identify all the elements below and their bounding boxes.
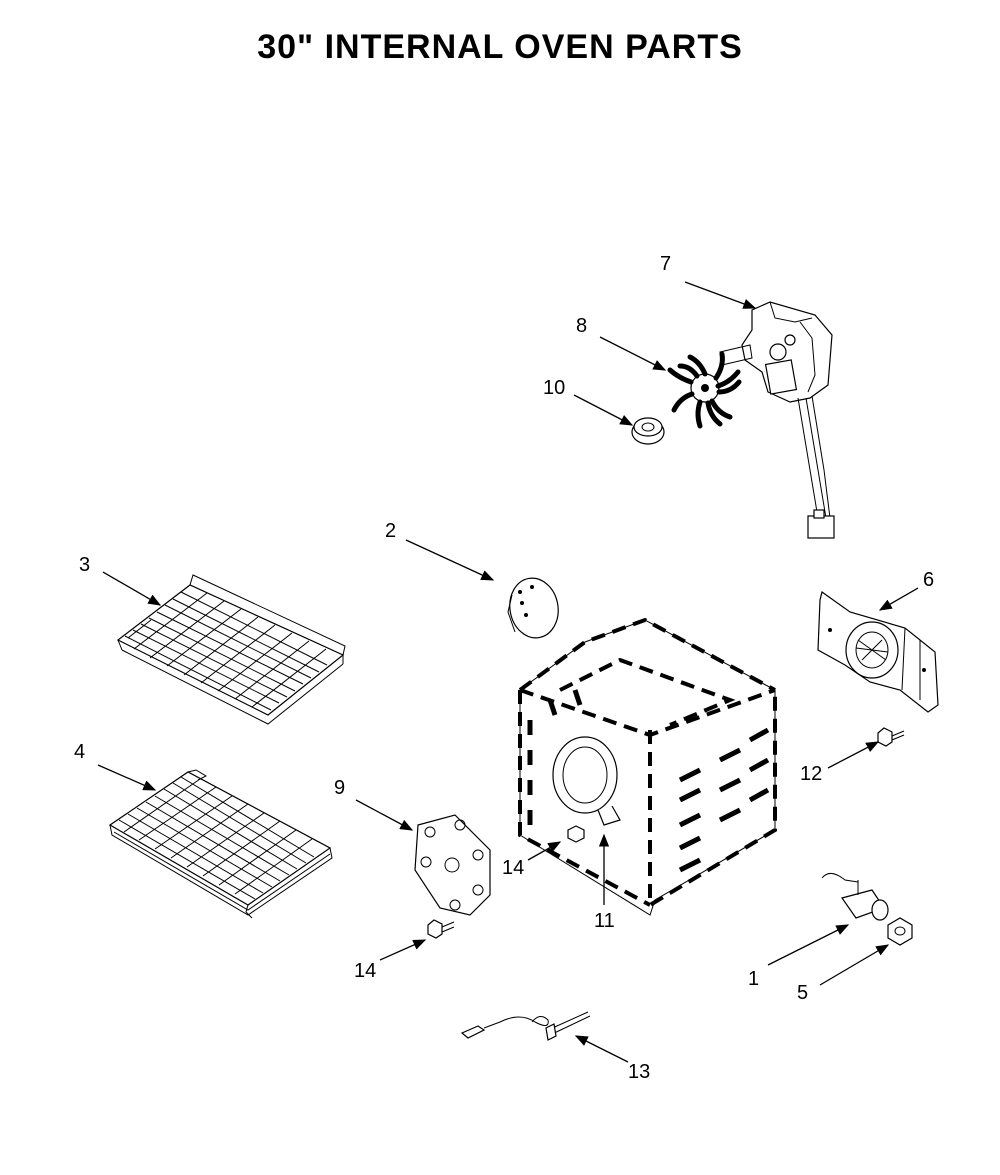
nut-part-5 <box>887 917 913 946</box>
fan-baffle-part-6 <box>817 590 939 713</box>
convection-motor-part-7 <box>719 301 835 539</box>
callout-3: 3 <box>79 554 90 576</box>
callout-6: 6 <box>923 569 934 591</box>
screw-part-12 <box>877 727 905 747</box>
callout-arrows <box>97 281 919 1063</box>
callout-8: 8 <box>576 315 587 337</box>
callout-14-lower: 14 <box>354 960 376 982</box>
callout-13: 13 <box>628 1061 650 1083</box>
callout-12: 12 <box>800 763 822 785</box>
screw-part-14-lower <box>427 919 455 939</box>
callout-14-upper: 14 <box>502 857 524 879</box>
callout-7: 7 <box>660 253 671 275</box>
fan-blade-part-8 <box>667 351 742 429</box>
gasket-plate-part-9 <box>414 814 491 916</box>
callout-11: 11 <box>594 910 615 932</box>
callout-10: 10 <box>543 377 565 399</box>
oven-rack-part-4 <box>108 769 333 919</box>
callout-9: 9 <box>334 777 345 799</box>
oven-rack-part-3 <box>116 574 346 725</box>
callout-1: 1 <box>748 968 759 990</box>
diagram-title: 30" INTERNAL OVEN PARTS <box>257 28 743 66</box>
nut-part-10 <box>631 417 665 445</box>
light-socket-part-1 <box>821 873 889 921</box>
temperature-sensor-part-13 <box>460 1011 591 1041</box>
callout-5: 5 <box>797 982 808 1004</box>
callout-labels: 7 8 10 2 3 6 4 12 9 14 11 14 1 5 13 <box>74 253 934 1083</box>
oven-cavity <box>518 617 777 916</box>
callout-4: 4 <box>74 741 85 763</box>
light-lens-part-2 <box>507 577 559 639</box>
callout-2: 2 <box>385 520 396 542</box>
